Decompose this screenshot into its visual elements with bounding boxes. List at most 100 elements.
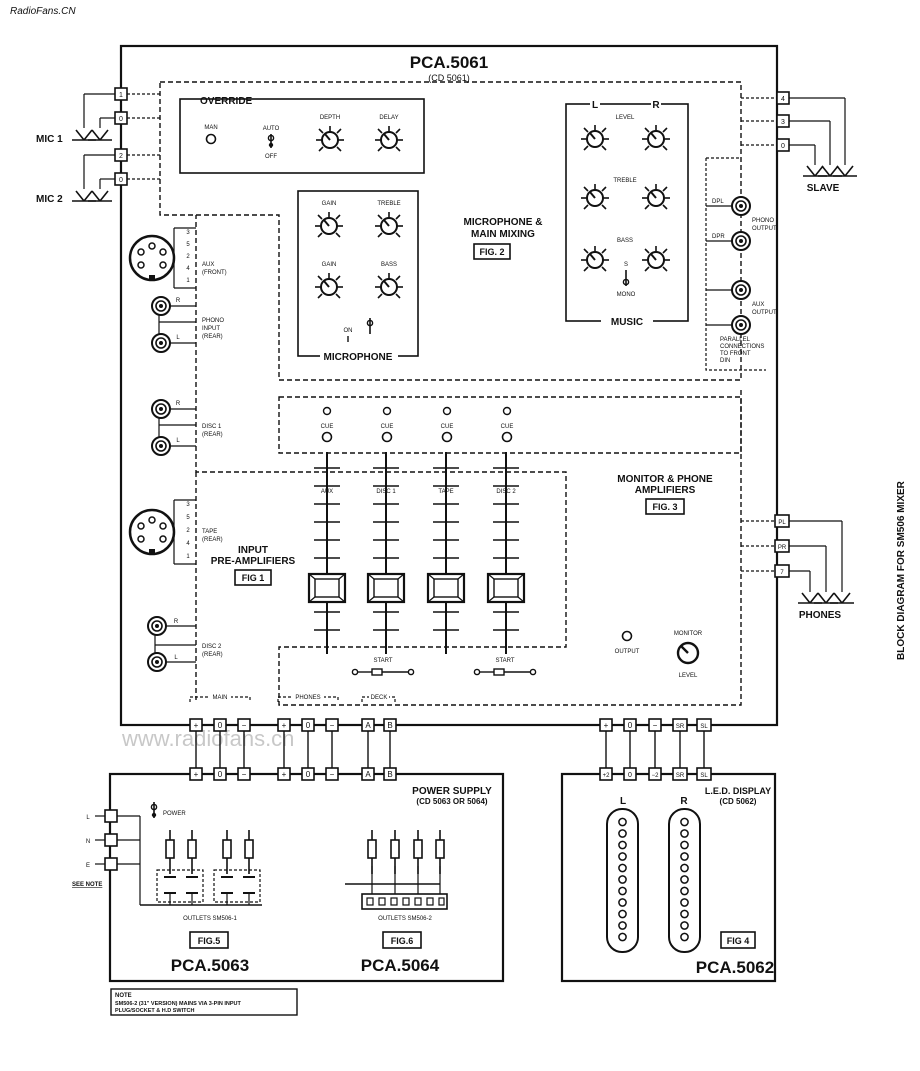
ps-pin-4[interactable] xyxy=(277,767,291,781)
tape-din-pin-3: 3 xyxy=(186,502,190,508)
override-title: OVERRIDE xyxy=(200,96,253,107)
aux-din-pin-2: 2 xyxy=(186,254,190,260)
tape-din-connector[interactable] xyxy=(128,499,196,565)
disc1-r: R xyxy=(176,401,181,407)
cue-4-label: CUE xyxy=(501,424,514,430)
mic-gain1-knob[interactable] xyxy=(314,211,344,238)
deck-bus-pin-a[interactable] xyxy=(361,718,375,732)
led-pin-2[interactable] xyxy=(623,767,637,781)
mic2-pin-0-label: 0 xyxy=(119,177,123,184)
mic-bass-label: BASS xyxy=(381,262,397,268)
disc2-connectors[interactable] xyxy=(147,616,196,672)
music-level-l-knob[interactable] xyxy=(580,124,610,151)
tape-din-pin-1: 1 xyxy=(186,554,190,560)
music-panel xyxy=(565,103,689,322)
fader-disc2[interactable] xyxy=(486,450,526,656)
phones-bus-pin-2[interactable] xyxy=(301,718,315,732)
deck-bus-pin-a-label: A xyxy=(365,721,371,730)
cue-4-button[interactable] xyxy=(501,431,513,443)
mic-bass-knob[interactable] xyxy=(374,272,404,299)
slave-pin-3[interactable] xyxy=(776,114,790,128)
power-switch[interactable] xyxy=(150,802,158,818)
slave-pin-0[interactable] xyxy=(776,138,790,152)
start-1-label: START xyxy=(373,658,392,664)
main-bus-pin-2-label: 0 xyxy=(218,721,223,730)
led-right-10 xyxy=(680,921,689,930)
phones-bus-pin-1[interactable] xyxy=(277,718,291,732)
phones-pin-pr[interactable] xyxy=(774,539,790,553)
mic2-pin-0[interactable] xyxy=(114,172,128,186)
phones-bus-pin-3[interactable] xyxy=(325,718,339,732)
main-bus-pin-2[interactable] xyxy=(213,718,227,732)
display-bus-pin-2[interactable] xyxy=(623,718,637,732)
start-2-switch[interactable] xyxy=(473,668,537,676)
disc1-connectors[interactable] xyxy=(151,399,196,456)
mic1-pin-1-label: 1 xyxy=(119,92,123,99)
mic2-pin-2[interactable] xyxy=(114,148,128,162)
phones-pin-7[interactable] xyxy=(774,564,790,578)
mains-e-terminal[interactable] xyxy=(104,857,118,871)
mains-l-terminal[interactable] xyxy=(104,809,118,823)
display-bus-pin-sl[interactable] xyxy=(696,718,712,732)
main-bus-pin-3[interactable] xyxy=(237,718,251,732)
mic-gain1-label: GAIN xyxy=(322,201,337,207)
music-bass-l-knob[interactable] xyxy=(580,245,610,272)
led-left-10 xyxy=(618,921,627,930)
music-treble-r-knob[interactable] xyxy=(641,183,671,210)
override-depth-knob[interactable] xyxy=(315,125,345,152)
ps-pin-5[interactable] xyxy=(301,767,315,781)
cue-2-button[interactable] xyxy=(381,431,393,443)
music-mono-label: MONO xyxy=(617,292,636,298)
led-pin-sr[interactable] xyxy=(672,767,688,781)
mic-on-switch[interactable] xyxy=(347,318,374,342)
aux-din-pin-3: 3 xyxy=(186,230,190,236)
cue-1-button[interactable] xyxy=(321,431,333,443)
music-left-label: L xyxy=(592,100,598,111)
phones-pin-pl[interactable] xyxy=(774,514,790,528)
phono-input-connectors[interactable] xyxy=(151,296,196,353)
slave-pin-4[interactable] xyxy=(776,91,790,105)
phono-output-connectors[interactable] xyxy=(706,196,751,251)
ps-pin-a-label: A xyxy=(365,770,371,779)
main-bus-pin-1[interactable] xyxy=(189,718,203,732)
mic-gain2-knob[interactable] xyxy=(314,272,344,299)
ps-pin-a[interactable] xyxy=(361,767,375,781)
fader-disc1[interactable] xyxy=(366,450,406,656)
led-pin-1[interactable] xyxy=(599,767,613,781)
ps-pin-2[interactable] xyxy=(213,767,227,781)
monitor-level-knob[interactable] xyxy=(676,641,700,665)
music-mono-switch[interactable] xyxy=(622,270,630,286)
phones-pin-pl-label: PL xyxy=(778,520,786,526)
mic-treble-knob[interactable] xyxy=(374,211,404,238)
music-bass-r-knob[interactable] xyxy=(641,245,671,272)
ps-pin-3[interactable] xyxy=(237,767,251,781)
led-left-3 xyxy=(618,840,627,850)
display-bus-pin-sr[interactable] xyxy=(672,718,688,732)
music-level-r-knob[interactable] xyxy=(641,124,671,151)
override-delay-knob[interactable] xyxy=(374,125,404,152)
ps-pin-1[interactable] xyxy=(189,767,203,781)
cue-3-button[interactable] xyxy=(441,431,453,443)
override-panel xyxy=(179,98,425,174)
aux-front-label-1: AUX xyxy=(202,262,214,268)
ps-pin-b[interactable] xyxy=(383,767,397,781)
mains-n-terminal[interactable] xyxy=(104,833,118,847)
led-pin-3[interactable] xyxy=(648,767,662,781)
display-bus-pin-1[interactable] xyxy=(599,718,613,732)
led-left-5 xyxy=(618,863,627,873)
start-1-switch[interactable] xyxy=(351,668,415,676)
phones-bus-pin-1-label: + xyxy=(282,721,287,730)
mic1-pin-0[interactable] xyxy=(114,111,128,125)
led-pin-sl[interactable] xyxy=(696,767,712,781)
main-board-outline xyxy=(119,44,779,727)
ps-pin-6[interactable] xyxy=(325,767,339,781)
aux-front-din-connector[interactable] xyxy=(128,227,196,289)
music-treble-l-knob[interactable] xyxy=(580,183,610,210)
mic1-pin-1[interactable] xyxy=(114,87,128,101)
display-bus-pin-3[interactable] xyxy=(648,718,662,732)
deck-bus-pin-b[interactable] xyxy=(383,718,397,732)
fader-aux[interactable] xyxy=(307,450,347,656)
aux-output-connectors[interactable] xyxy=(706,280,751,335)
fader-tape[interactable] xyxy=(426,450,466,656)
override-auto-switch[interactable] xyxy=(267,134,275,148)
